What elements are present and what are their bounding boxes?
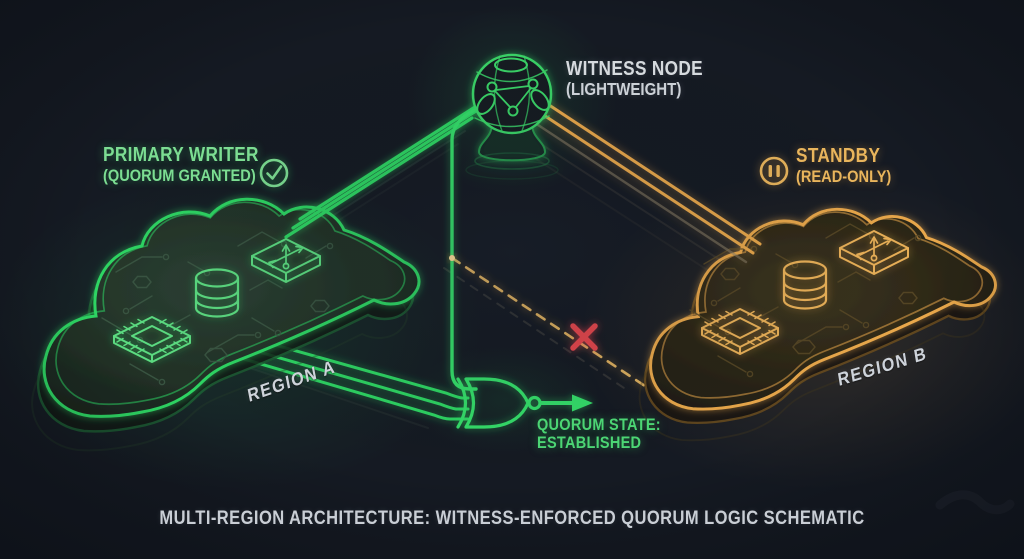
witness-node-label: WITNESS NODE (LIGHTWEIGHT) [566, 58, 703, 100]
quorum-state-value: ESTABLISHED [537, 434, 642, 453]
witness-node-title: WITNESS NODE [566, 58, 703, 80]
primary-writer-title: PRIMARY WRITER [103, 144, 259, 166]
primary-writer-subtitle: (QUORUM GRANTED) [103, 166, 256, 186]
witness-node-subtitle: (LIGHTWEIGHT) [566, 79, 682, 100]
quorum-state-title: QUORUM STATE: [537, 416, 661, 434]
standby-label: STANDBY (READ-ONLY) [796, 145, 891, 186]
primary-writer-label: PRIMARY WRITER (QUORUM GRANTED) [103, 144, 259, 185]
quorum-state-label: QUORUM STATE: ESTABLISHED [537, 416, 661, 453]
standby-subtitle: (READ-ONLY) [796, 167, 892, 187]
standby-title: STANDBY [796, 145, 881, 167]
diagram-caption: MULTI-REGION ARCHITECTURE: WITNESS-ENFOR… [159, 508, 865, 529]
